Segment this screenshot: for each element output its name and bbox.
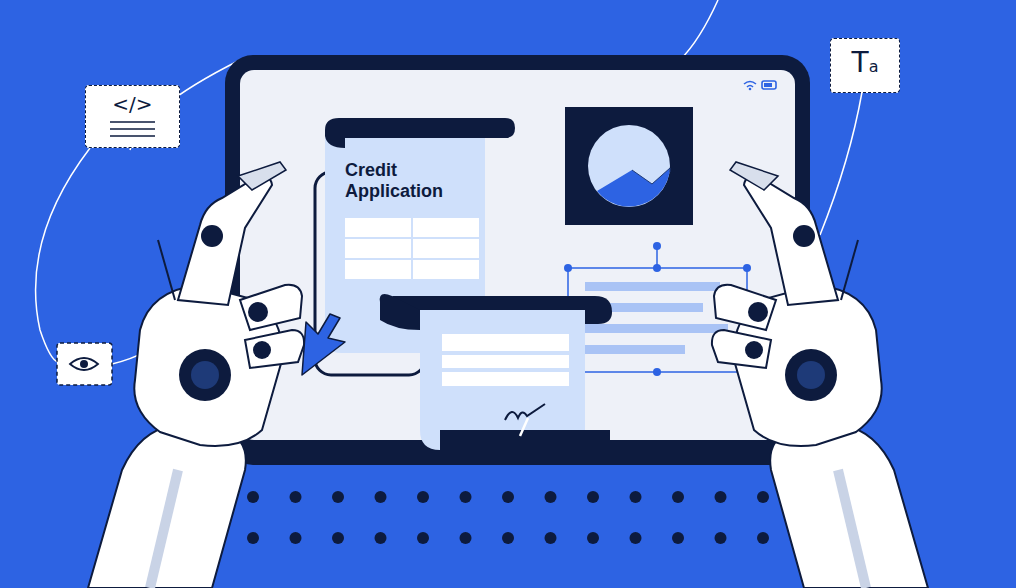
decor-dot	[545, 532, 557, 544]
code-icon-box: </>	[85, 85, 180, 148]
decor-dot	[417, 532, 429, 544]
decor-dot	[502, 491, 514, 503]
decor-dot	[715, 532, 727, 544]
decor-dot	[460, 532, 472, 544]
decor-dot	[672, 532, 684, 544]
decor-dot	[587, 491, 599, 503]
decor-dot	[332, 532, 344, 544]
decor-dot	[630, 491, 642, 503]
decor-dot	[290, 491, 302, 503]
decor-dot	[247, 491, 259, 503]
decor-dot	[502, 532, 514, 544]
decor-dot	[587, 532, 599, 544]
icon-label: Ta	[831, 39, 899, 79]
decor-dot	[375, 532, 387, 544]
decor-dot	[417, 491, 429, 503]
icon-label: </>	[86, 86, 179, 116]
decor-dot	[247, 532, 259, 544]
text-icon-box: Ta	[830, 38, 900, 93]
decor-dot	[545, 491, 557, 503]
code-lines	[92, 118, 173, 144]
document-card: Credit Application	[325, 118, 515, 353]
decor-dot	[757, 491, 769, 503]
document-shape	[325, 118, 515, 353]
decor-dot	[757, 532, 769, 544]
decor-dot	[332, 491, 344, 503]
decor-dot	[715, 491, 727, 503]
decor-dot	[290, 532, 302, 544]
decor-dot	[375, 491, 387, 503]
document-title: Credit Application	[325, 118, 480, 202]
decor-dot	[460, 491, 472, 503]
decor-dot	[630, 532, 642, 544]
decor-dot	[672, 491, 684, 503]
